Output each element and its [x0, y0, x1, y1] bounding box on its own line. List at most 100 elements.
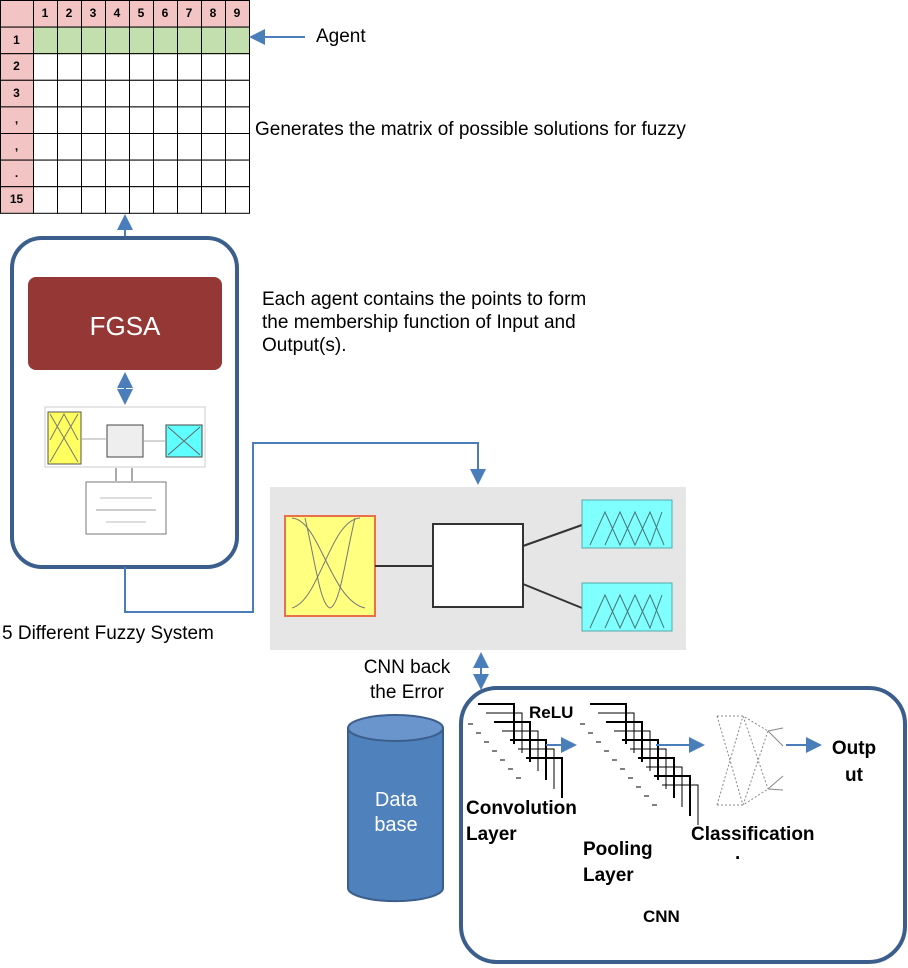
- matrix-cell: [81, 79, 106, 108]
- feature-map: [598, 712, 635, 753]
- convolution-layer-label: Convolution Layer: [466, 798, 577, 845]
- matrix-cell: [57, 159, 82, 188]
- matrix-cell: [0, 0, 34, 28]
- matrix-cell: [33, 106, 58, 135]
- feature-map: [614, 730, 651, 771]
- feature-map: [518, 748, 555, 789]
- matrix-cell: [153, 79, 178, 108]
- matrix-cell: [153, 53, 178, 81]
- matrix-cell: [129, 0, 154, 28]
- matrix-cell: [81, 159, 106, 188]
- matrix-cell: [57, 106, 82, 135]
- matrix-cell: [177, 53, 202, 81]
- cnn-label: CNN: [643, 907, 680, 926]
- row-header: 3: [13, 85, 20, 100]
- matrix-cell: [225, 133, 250, 161]
- matrix-cell: [57, 26, 82, 55]
- pooling-layer-label: Pooling Layer: [583, 839, 653, 886]
- fgsa-block: [28, 277, 222, 370]
- matrix-cell: [153, 186, 178, 214]
- feature-map: [630, 748, 667, 789]
- matrix-cell: [105, 159, 130, 188]
- feature-map: [590, 703, 627, 744]
- fgsa-label: FGSA: [89, 311, 161, 341]
- matrix-cell: [33, 133, 58, 161]
- matrix-cell: [0, 159, 34, 188]
- matrix-cell: [105, 133, 130, 161]
- feature-map: [654, 775, 691, 816]
- fuzzy-systems-label: 5 Different Fuzzy System: [2, 623, 214, 644]
- matrix-cell: [129, 106, 154, 135]
- matrix-cell: [225, 159, 250, 188]
- feature-map: [646, 766, 683, 807]
- matrix-cell: [177, 133, 202, 161]
- feature-map: [502, 730, 539, 771]
- column-header: 1: [41, 6, 49, 20]
- matrix-cell: [0, 53, 34, 81]
- matrix-cell: [177, 26, 202, 55]
- matrix-cell: [105, 186, 130, 214]
- classification-label: Classification: [691, 824, 815, 845]
- feature-map: [638, 757, 675, 798]
- matrix-cell: [105, 106, 130, 135]
- matrix-cell: [81, 106, 106, 135]
- row-header: .: [14, 165, 19, 180]
- matrix-cell: [201, 79, 226, 108]
- cnn-box: [459, 686, 907, 964]
- matrix-cell: [153, 26, 178, 55]
- small-fuzzy-diagram: [44, 406, 206, 535]
- column-header: 9: [233, 6, 241, 20]
- matrix-cell: [33, 79, 58, 108]
- matrix-cell: [177, 0, 202, 28]
- matrix-cell: [129, 133, 154, 161]
- database-label: Data base: [374, 789, 418, 836]
- matrix-cell: [33, 186, 58, 214]
- matrix-cell: [201, 133, 226, 161]
- row-header: ,: [14, 139, 19, 153]
- column-header: 6: [161, 6, 169, 20]
- matrix-cell: [225, 79, 250, 108]
- row-header: 2: [13, 59, 20, 74]
- neural-network-icon: [716, 715, 784, 806]
- matrix-cell: [225, 0, 250, 28]
- matrix-cell: [225, 53, 250, 81]
- feature-map: [662, 784, 699, 825]
- matrix-cell: [57, 133, 82, 161]
- cnn-back-error-label: CNN back the Error: [363, 657, 451, 703]
- cnn-layer-stacks: [468, 703, 699, 825]
- fuzzy-to-system-connector: [124, 442, 486, 613]
- matrix-cell: [81, 26, 106, 55]
- matrix-cell: [57, 186, 82, 214]
- agent-description: Each agent contains the points to form t…: [262, 289, 587, 356]
- matrix-cell: [81, 186, 106, 214]
- row-header: ,: [14, 112, 19, 127]
- column-header: 2: [65, 6, 73, 20]
- matrix-cell: [153, 133, 178, 161]
- column-header: 5: [137, 6, 145, 20]
- classification-dot: .: [735, 843, 741, 864]
- matrix-cell: [153, 106, 178, 135]
- column-header: 4: [113, 6, 121, 20]
- column-header: 3: [89, 6, 97, 20]
- feature-map: [478, 703, 515, 744]
- matrix-cell: [57, 53, 82, 81]
- matrix-cell: [201, 186, 226, 214]
- matrix-cell: [105, 53, 130, 81]
- feature-map: [622, 739, 659, 780]
- matrix-cell: [201, 26, 226, 55]
- matrix-cell: [177, 106, 202, 135]
- solution-matrix: [0, 0, 250, 214]
- matrix-cell: [129, 186, 154, 214]
- matrix-cell: [153, 159, 178, 188]
- matrix-cell: [81, 133, 106, 161]
- matrix-cell: [225, 106, 250, 135]
- matrix-cell: [177, 79, 202, 108]
- row-header: 15: [9, 192, 24, 207]
- column-header: 7: [185, 6, 193, 20]
- feature-map: [494, 721, 531, 762]
- feature-map: [526, 757, 563, 798]
- matrix-cell: [105, 79, 130, 108]
- row-header: 1: [13, 32, 20, 47]
- matrix-cell: [129, 53, 154, 81]
- matrix-cell: [129, 26, 154, 55]
